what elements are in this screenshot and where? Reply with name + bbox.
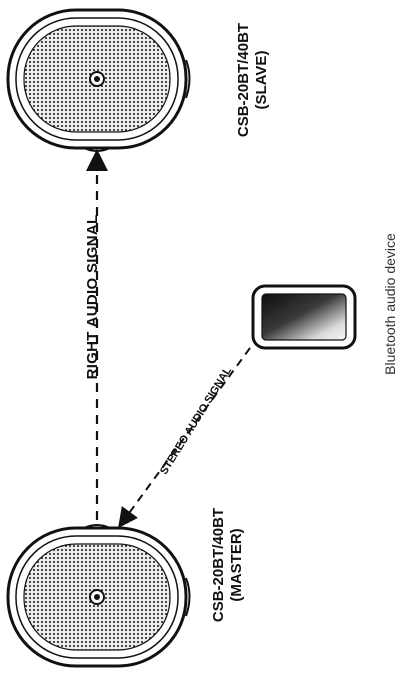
- slave-speaker-icon: [6, 8, 191, 152]
- right-signal-label: RIGHT AUDIO SIGNAL: [84, 214, 101, 380]
- slave-speaker-label: CSB-20BT/40BT (SLAVE): [235, 0, 275, 160]
- master-speaker-label: CSB-20BT/40BT (MASTER): [210, 490, 250, 640]
- master-speaker-icon: [6, 524, 191, 668]
- phone-icon: [251, 284, 357, 350]
- master-model-text: CSB-20BT/40BT: [210, 507, 227, 623]
- slave-role-text: (SLAVE): [253, 50, 270, 110]
- master-role-text: (MASTER): [228, 528, 245, 602]
- bt-device-label: Bluetooth audio device: [382, 233, 398, 375]
- stereo-signal-arrow: [118, 347, 251, 529]
- slave-model-text: CSB-20BT/40BT: [235, 22, 252, 138]
